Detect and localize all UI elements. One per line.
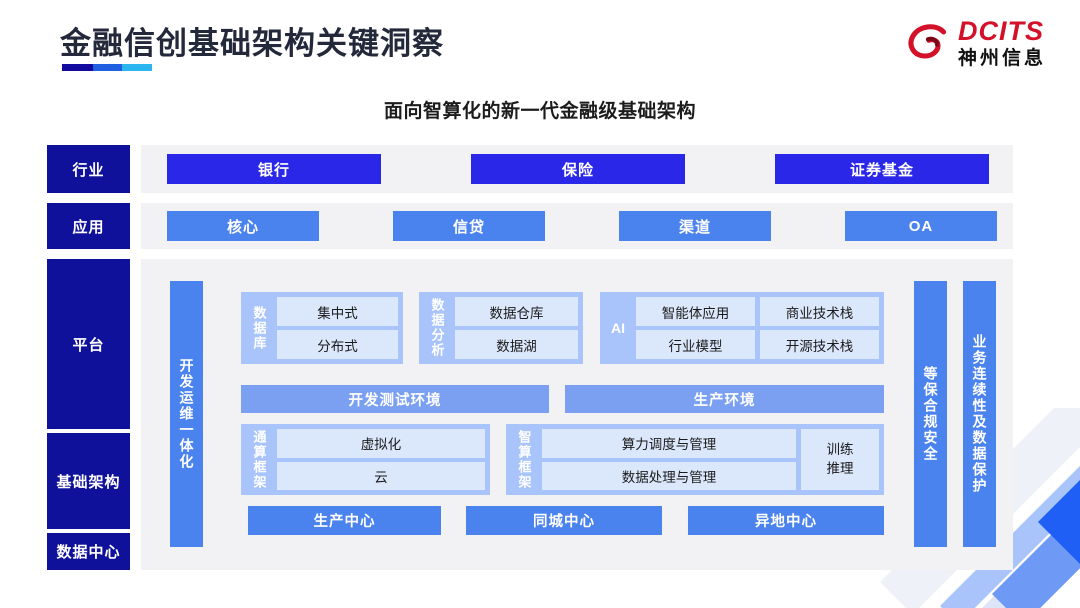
logo-text-en: DCITS — [957, 16, 1044, 46]
dcits-swirl-icon — [904, 20, 950, 66]
sidebar-item-application[interactable]: 应用 — [47, 203, 130, 249]
right-bar-business-continuity[interactable]: 业务连续性及数据保护 — [963, 281, 996, 547]
general-compute-cell-cloud[interactable]: 云 — [277, 461, 485, 490]
slide-header: 金融信创基础架构关键洞察 DCITS 神州信息 — [0, 0, 1080, 92]
application-chip-oa[interactable]: OA — [845, 211, 997, 241]
brand-logo: DCITS 神州信息 — [904, 18, 1046, 68]
sidebar-item-platform[interactable]: 平台 — [47, 259, 130, 429]
analytics-cell-warehouse[interactable]: 数据仓库 — [455, 297, 578, 326]
application-chip-core[interactable]: 核心 — [167, 211, 319, 241]
devops-bar-label: 开发运维一体化 — [178, 358, 195, 470]
sidebar-item-datacenter[interactable]: 数据中心 — [47, 533, 130, 570]
group-intelligent-compute[interactable]: 智算框架 算力调度与管理 数据处理与管理 训练 推理 — [506, 424, 884, 495]
ai-cell-opensource-stack[interactable]: 开源技术栈 — [760, 330, 879, 359]
sidebar-item-industry[interactable]: 行业 — [47, 145, 130, 193]
center-remote[interactable]: 异地中心 — [688, 506, 884, 535]
train-label: 训练 — [826, 442, 854, 458]
ai-cell-industry-model[interactable]: 行业模型 — [636, 330, 755, 359]
right-bar-compliance-security[interactable]: 等保合规安全 — [914, 281, 947, 547]
general-compute-cell-virtualization[interactable]: 虚拟化 — [277, 429, 485, 458]
page-title: 金融信创基础架构关键洞察 — [60, 26, 444, 61]
sidebar-item-infra[interactable]: 基础架构 — [47, 433, 130, 529]
env-bar-production[interactable]: 生产环境 — [565, 385, 884, 413]
right-bar-business-continuity-label: 业务连续性及数据保护 — [971, 334, 988, 494]
intelligent-cell-data-processing[interactable]: 数据处理与管理 — [542, 461, 796, 490]
group-intelligent-compute-label: 智算框架 — [516, 429, 532, 490]
group-data-analytics-label: 数据分析 — [429, 298, 445, 358]
group-general-compute-label: 通算框架 — [251, 429, 267, 490]
ai-cell-commercial-stack[interactable]: 商业技术栈 — [760, 297, 879, 326]
group-ai-label: AI — [611, 320, 625, 336]
application-row-panel: 核心 信贷 渠道 OA — [141, 203, 1013, 249]
database-cell-distributed[interactable]: 分布式 — [277, 330, 398, 359]
logo-text-cn: 神州信息 — [957, 48, 1046, 69]
industry-chip-bank[interactable]: 银行 — [167, 154, 381, 184]
ai-cell-agent-app[interactable]: 智能体应用 — [636, 297, 755, 326]
center-production[interactable]: 生产中心 — [248, 506, 441, 535]
group-ai[interactable]: AI 智能体应用 行业模型 商业技术栈 开源技术栈 — [600, 292, 884, 364]
intelligent-cell-compute-scheduling[interactable]: 算力调度与管理 — [542, 429, 796, 458]
right-bar-compliance-security-label: 等保合规安全 — [922, 366, 939, 462]
title-underline-rule — [62, 64, 152, 71]
center-metro[interactable]: 同城中心 — [466, 506, 662, 535]
group-general-compute[interactable]: 通算框架 虚拟化 云 — [241, 424, 490, 495]
database-cell-centralized[interactable]: 集中式 — [277, 297, 398, 326]
diagram-subtitle: 面向智算化的新一代金融级基础架构 — [383, 101, 696, 122]
devops-vertical-bar[interactable]: 开发运维一体化 — [170, 281, 203, 547]
application-chip-credit[interactable]: 信贷 — [393, 211, 545, 241]
industry-chip-insurance[interactable]: 保险 — [471, 154, 685, 184]
env-bar-dev-test[interactable]: 开发测试环境 — [241, 385, 549, 413]
group-data-analytics[interactable]: 数据分析 数据仓库 数据湖 — [419, 292, 583, 364]
industry-chip-securities[interactable]: 证券基金 — [775, 154, 989, 184]
infer-label: 推理 — [826, 460, 854, 476]
group-database[interactable]: 数据库 集中式 分布式 — [241, 292, 403, 364]
industry-row-panel: 银行 保险 证券基金 — [141, 145, 1013, 193]
application-chip-channel[interactable]: 渠道 — [619, 211, 771, 241]
analytics-cell-datalake[interactable]: 数据湖 — [455, 330, 578, 359]
group-database-label: 数据库 — [251, 305, 267, 351]
intelligent-cell-train-infer[interactable]: 训练 推理 — [801, 429, 879, 490]
